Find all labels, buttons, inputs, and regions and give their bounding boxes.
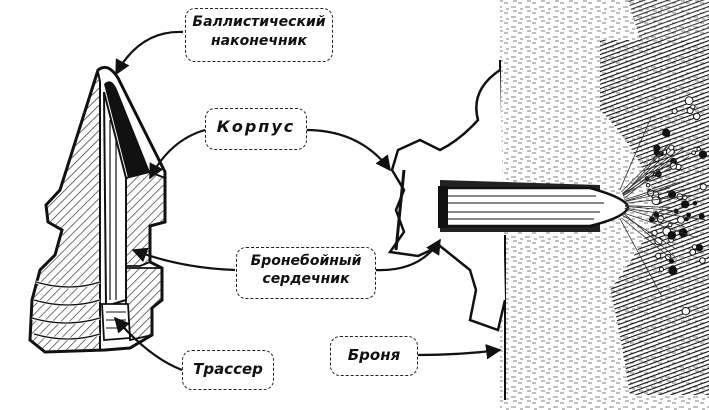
spall-fragment <box>690 104 696 110</box>
tracer-section <box>101 303 131 341</box>
label-ballistic-tip <box>185 8 333 62</box>
label-armor-box <box>330 336 418 376</box>
spall-fragment <box>695 244 704 252</box>
spall-fragment <box>693 112 701 121</box>
bullet-jacket <box>28 68 101 354</box>
label-ap-core-box <box>236 247 376 299</box>
spall-fragment <box>684 216 689 222</box>
spall-fragment <box>655 252 662 259</box>
arrow-armor <box>417 344 502 360</box>
spall-fragment <box>651 229 658 237</box>
spall-streak <box>622 151 676 194</box>
arrow-body-left <box>149 128 206 180</box>
spall-fragment <box>667 231 677 240</box>
spall-streak <box>624 181 681 201</box>
spall-fragment <box>678 228 688 238</box>
spall-streak <box>623 213 676 258</box>
spall-fragment <box>681 200 690 209</box>
spall-streak <box>624 207 706 221</box>
bullet-cutaway <box>28 65 167 354</box>
spall-streak <box>622 215 676 250</box>
spall-streak <box>623 212 697 238</box>
spall-streak <box>624 205 682 212</box>
spall-fragment <box>696 146 702 152</box>
spall-streak <box>621 145 668 193</box>
spall-streak <box>622 155 683 195</box>
spall-fragments <box>619 96 708 316</box>
spall-streak <box>621 217 674 261</box>
spall-fragment <box>651 196 661 206</box>
label-body-box <box>205 108 307 150</box>
spall-fragment <box>653 144 661 152</box>
arrow-body-right <box>305 128 391 172</box>
spall-fragment <box>658 266 665 272</box>
ballistic-tip <box>104 81 150 178</box>
spall-streak <box>623 162 668 199</box>
spall-fragment <box>689 248 697 256</box>
spall-fragment <box>692 201 698 206</box>
spall-streak <box>624 205 672 208</box>
label-armor: Броня <box>347 346 401 364</box>
spall-streak <box>624 194 692 204</box>
spall-streak <box>623 146 686 197</box>
label-body: Корпус <box>216 117 296 136</box>
spall-fragment <box>691 244 698 250</box>
spall-fragment <box>684 96 694 106</box>
spall-streak <box>623 156 690 197</box>
spall-fragment <box>698 150 708 159</box>
arrow-core-right <box>374 238 441 272</box>
spall-fragment <box>681 307 690 316</box>
spall-fragment <box>677 216 685 224</box>
arrow-ballistic-tip <box>115 30 184 76</box>
spall-fragment <box>662 128 671 137</box>
label-ballistic-tip-line2: наконечник <box>210 33 307 49</box>
penetrating-core <box>438 186 630 228</box>
spall-streak <box>624 208 685 227</box>
spall-streak <box>624 187 671 202</box>
label-ap-core-line1: Бронебойный <box>250 253 362 269</box>
spall-fragment <box>668 144 675 151</box>
spall-fragment <box>691 150 696 156</box>
spall-fragment <box>686 212 691 218</box>
spall-fragment <box>698 213 705 220</box>
armor-crater <box>600 40 709 395</box>
arrow-tracer <box>113 316 183 372</box>
spall-streak <box>624 187 690 202</box>
spall-fragment <box>667 222 673 228</box>
spall-fragment <box>699 257 706 264</box>
spall-streak <box>620 219 663 298</box>
spall-fragment <box>668 266 678 276</box>
label-ap-core-line2: сердечник <box>262 271 350 287</box>
label-tracer: Трассер <box>193 360 263 378</box>
spall-fragment <box>645 183 651 188</box>
label-tracer-box <box>182 350 274 390</box>
spall-fragment <box>699 183 707 191</box>
label-ballistic-tip-line1: Баллистический <box>192 14 326 30</box>
arrow-core-left <box>131 247 236 272</box>
spall-fragment <box>671 108 678 115</box>
spall-streak <box>619 116 652 191</box>
spall-fragment <box>648 216 655 223</box>
spall-streak <box>622 146 667 196</box>
spall-fragment <box>665 253 672 261</box>
leader-arrows <box>113 30 502 372</box>
